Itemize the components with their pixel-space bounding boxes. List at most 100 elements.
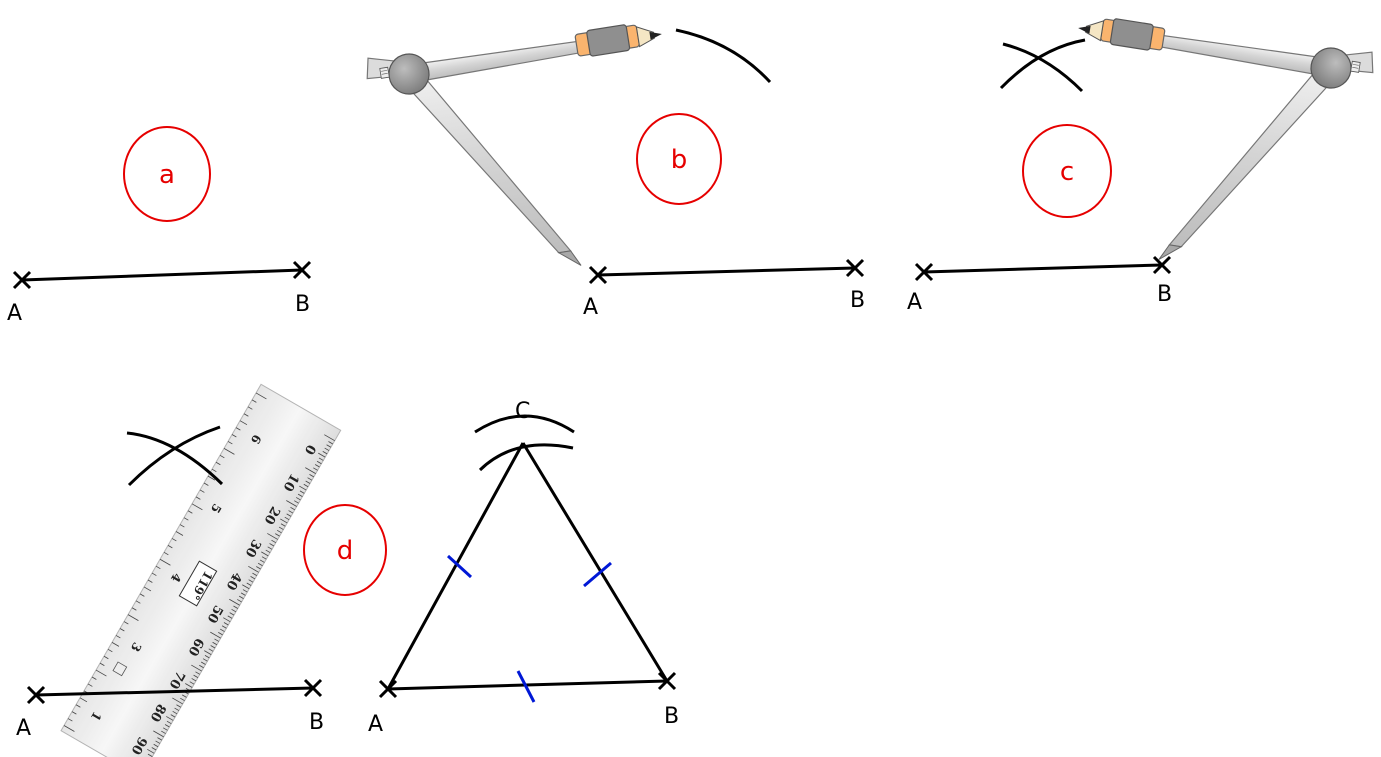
ruler-tick [181, 694, 187, 698]
ruler-tick [107, 648, 113, 653]
ruler-tick [284, 516, 290, 521]
point-label-b: B [295, 292, 310, 317]
ruler-tick [202, 658, 208, 662]
ruler-tick [143, 586, 152, 592]
side-ac [386, 442, 525, 690]
ruler-tick [172, 710, 178, 715]
ruler-tick [235, 427, 241, 431]
ruler-tick [187, 510, 193, 514]
ruler-tick [267, 533, 278, 540]
ruler-handle-icon [112, 661, 128, 677]
ruler-tick [63, 725, 75, 732]
ruler-tick [223, 617, 231, 623]
ruler-tick [210, 645, 216, 649]
ruler-tick [275, 533, 280, 537]
step-circle-d [303, 504, 387, 596]
ruler-tick [195, 496, 201, 500]
ruler-tick [172, 697, 183, 705]
step-circle-c [1022, 124, 1112, 218]
cross-mark-b [292, 260, 312, 280]
ruler-tick [303, 483, 309, 488]
ruler-tick [229, 598, 240, 606]
ruler-tick [231, 434, 237, 438]
ruler-tick [119, 628, 125, 632]
ruler-tick [250, 576, 256, 580]
segment-ab [21, 268, 303, 282]
ruler-tick [207, 475, 216, 481]
ruler-tick [175, 531, 184, 536]
cross-mark-b [1152, 255, 1172, 275]
ruler-tick [191, 664, 202, 672]
ruler-tick [135, 600, 141, 604]
ruler-tick [151, 572, 157, 576]
segment-ab [923, 263, 1163, 274]
ruler-tick [147, 753, 153, 757]
ruler-tick [318, 457, 324, 461]
step-label-a: a [159, 160, 175, 190]
cross-mark-a [12, 270, 32, 290]
ruler-tick [166, 716, 174, 721]
ruler-tick [286, 513, 292, 517]
segment-ab [597, 266, 856, 277]
ruler-tick [75, 704, 81, 708]
ruler-tick [147, 579, 153, 583]
ruler-tick [305, 480, 311, 484]
ruler-tick [252, 572, 258, 576]
side-ab [387, 679, 668, 691]
point-label-b: B [850, 288, 865, 313]
arc-from-a [675, 28, 772, 84]
ruler-tick [151, 747, 157, 751]
ruler-tick [307, 477, 313, 481]
ruler-tick [231, 608, 237, 613]
ruler-tick [276, 529, 282, 534]
ruler-tick [157, 737, 163, 741]
ruler-tick [171, 538, 177, 542]
point-label-a: A [16, 716, 31, 741]
step-circle-a [123, 126, 211, 222]
ruler-tick [159, 558, 171, 566]
panel-c: c A B [907, 5, 1377, 315]
ruler-tick [290, 506, 296, 511]
ruler-tick [286, 500, 297, 507]
ruler-tick [199, 489, 205, 493]
ruler-tick [167, 545, 173, 549]
ruler-tick [229, 612, 235, 616]
ruler-tick [299, 485, 307, 491]
ruler-tick [179, 524, 185, 528]
ruler-tick [176, 704, 182, 708]
ruler-ticks [63, 392, 335, 757]
ruler-tick [218, 632, 223, 636]
ruler-tick [233, 605, 239, 609]
ruler-tick [170, 714, 176, 718]
ruler-tick [251, 399, 257, 403]
cross-mark-a [378, 679, 398, 699]
point-label-a: A [907, 290, 922, 315]
ruler-tick [162, 727, 168, 731]
ruler-tick [288, 510, 294, 514]
ruler-tick [211, 468, 217, 473]
ruler-tick [278, 526, 284, 530]
ruler-tick [87, 683, 93, 687]
ruler-tick [115, 635, 121, 639]
ruler-tick [299, 490, 305, 494]
ruler-tick [219, 454, 225, 459]
equal-mark-ab [516, 670, 536, 703]
point-label-b: B [1157, 282, 1172, 307]
ruler-tick [210, 631, 221, 639]
ruler-tick [166, 720, 172, 725]
arc-from-a [1002, 42, 1084, 93]
ruler-tick [208, 648, 214, 652]
ruler-tick [247, 406, 253, 410]
ruler-tick [191, 678, 197, 682]
ruler-tick [153, 743, 159, 748]
ruler-tick [242, 589, 248, 593]
ruler-tick [259, 559, 265, 563]
ruler-tick [204, 655, 210, 659]
ruler-tick [314, 464, 320, 468]
ruler-tick [163, 551, 169, 556]
ruler-tick [305, 467, 316, 474]
ruler-tick [153, 730, 164, 738]
ruler-tick [67, 718, 73, 722]
ruler-tick [269, 543, 275, 547]
point-label-a: A [7, 301, 22, 326]
